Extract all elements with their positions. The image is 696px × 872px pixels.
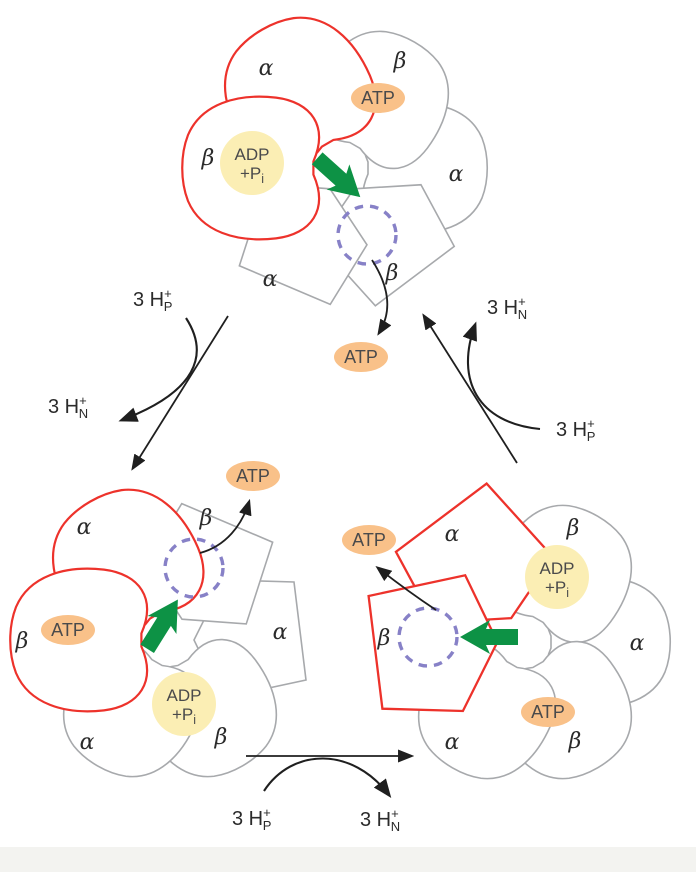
- atp-bound-oval: ATP: [41, 615, 95, 645]
- atp-released-oval: ATP: [342, 525, 396, 555]
- subunit-label-beta: β: [393, 49, 407, 74]
- adp-pi-circle: ADP +Pi: [525, 545, 589, 609]
- atp-label: ATP: [352, 530, 386, 550]
- proton-flow-arrow: [118, 317, 198, 422]
- subunit-label-beta: β: [377, 626, 391, 651]
- adp-pi-circle: ADP +Pi: [220, 131, 284, 195]
- pi-label: +Pi: [240, 164, 264, 186]
- proton-label-3hn: 3 H+N: [360, 806, 400, 834]
- atp-release-arrow: [199, 498, 252, 554]
- pi-label: +Pi: [545, 578, 569, 600]
- proton-flow-arrow: [263, 757, 392, 799]
- step-arrow-top-to-left: [131, 315, 229, 471]
- atp-label: ATP: [51, 620, 85, 640]
- proton-label-3hn: 3 H+N: [48, 393, 88, 421]
- subunit-label-beta: β: [385, 261, 399, 286]
- f1-complex-bottom-right: α β β α α β ADP +Pi ATP ATP: [342, 472, 672, 802]
- subunit-label-beta: β: [15, 629, 29, 654]
- gamma-subunit-dashed-circle: [397, 606, 459, 668]
- atp-label: ATP: [344, 347, 378, 367]
- proton-reaction-bottom: 3 H+P 3 H+N: [232, 749, 415, 834]
- adp-label: ADP: [540, 559, 575, 578]
- subunit-label-alpha: α: [449, 162, 464, 187]
- subunit-label-alpha: α: [445, 522, 460, 547]
- subunit-label-alpha: α: [80, 730, 95, 755]
- atp-bound-oval: ATP: [521, 697, 575, 727]
- subunit-label-beta: β: [199, 506, 213, 531]
- subunit-label-alpha: α: [259, 56, 274, 81]
- f1-complex-bottom-left: α β β α α β ATP ADP +Pi ATP: [9, 461, 307, 800]
- subunit-label-beta: β: [566, 516, 580, 541]
- pi-label: +Pi: [172, 705, 196, 727]
- subunit-label-alpha: α: [273, 620, 288, 645]
- atp-label: ATP: [531, 702, 565, 722]
- step-arrow-right-to-top: [422, 313, 518, 464]
- gamma-subunit-dashed-circle: [336, 204, 398, 266]
- proton-reaction-left: 3 H+P 3 H+N: [48, 286, 229, 471]
- subunit-label-beta: β: [214, 725, 228, 750]
- subunit-label-alpha: α: [630, 631, 645, 656]
- subunit-label-alpha: α: [445, 730, 460, 755]
- atp-bound-oval: ATP: [351, 83, 405, 113]
- atp-released-oval: ATP: [334, 342, 388, 372]
- adp-pi-circle: ADP +Pi: [152, 672, 216, 736]
- atp-release-arrow: [371, 259, 392, 336]
- atp-label: ATP: [361, 88, 395, 108]
- gamma-subunit-dashed-circle: [163, 537, 225, 599]
- proton-flow-arrow: [462, 321, 541, 431]
- proton-label-3hp: 3 H+P: [133, 286, 172, 314]
- atp-released-oval: ATP: [226, 461, 280, 491]
- f1-complex-top: α β β α α β ATP ADP +Pi ATP: [181, 0, 489, 372]
- proton-label-3hn: 3 H+N: [487, 294, 527, 322]
- subunit-label-beta: β: [568, 729, 582, 754]
- atp-label: ATP: [236, 466, 270, 486]
- proton-label-3hp: 3 H+P: [556, 416, 595, 444]
- adp-label: ADP: [235, 145, 270, 164]
- atp-release-arrow: [375, 566, 437, 611]
- subunit-label-alpha: α: [263, 267, 278, 292]
- subunit-label-alpha: α: [77, 515, 92, 540]
- proton-label-3hp: 3 H+P: [232, 805, 271, 833]
- subunit-label-beta: β: [201, 146, 215, 171]
- adp-label: ADP: [167, 686, 202, 705]
- proton-reaction-right: 3 H+N 3 H+P: [422, 294, 595, 464]
- bottom-page-strip: [0, 847, 696, 872]
